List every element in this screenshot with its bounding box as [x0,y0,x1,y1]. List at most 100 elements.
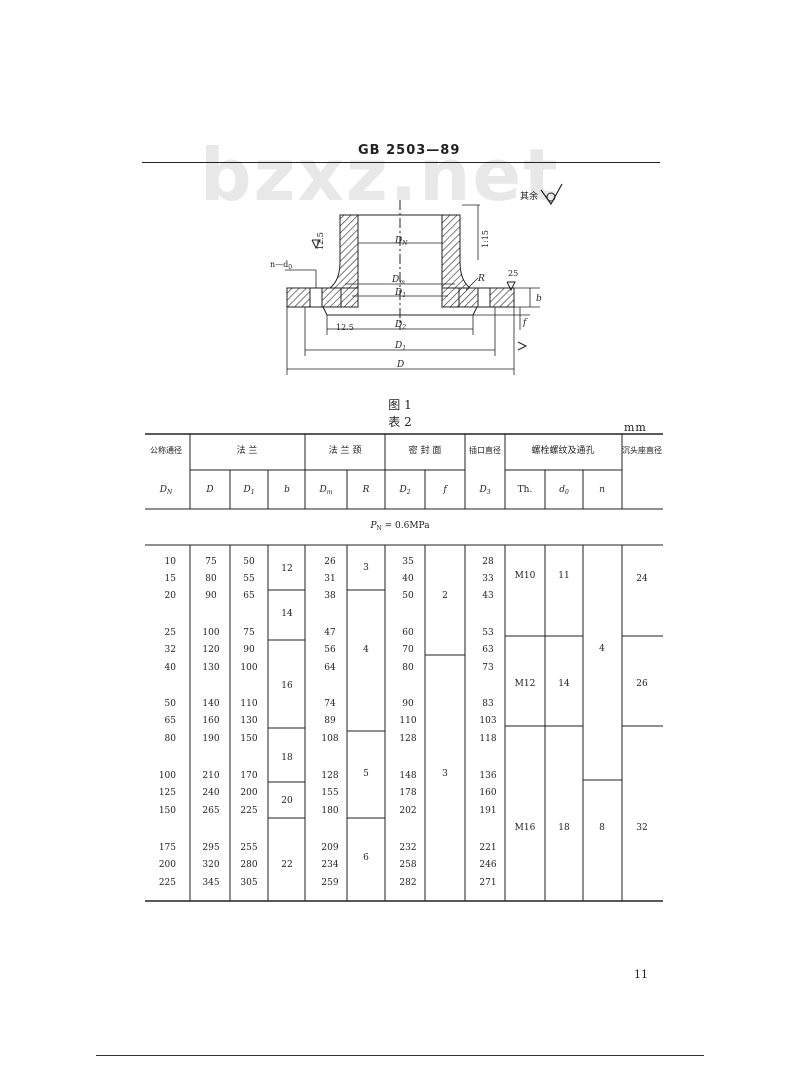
cell-dn: 20 [165,591,177,601]
cell-dm: 180 [321,806,338,816]
cell-d: 90 [205,591,217,601]
cell-d: 130 [202,663,219,673]
cell-d2: 202 [399,806,416,816]
cell-d1: 90 [243,645,255,655]
subheader-d1: D1 [242,485,254,496]
merged-cb: 32 [636,823,647,833]
cell-dm: 155 [321,788,338,798]
merged-r: 3 [363,563,369,573]
cell-dn: 125 [159,788,176,798]
cell-d2: 40 [402,574,414,584]
label-dm: Dm [391,275,405,286]
header-seal: 密 封 面 [409,444,442,456]
cell-dn: 65 [165,716,177,726]
cell-d2: 128 [399,734,416,744]
cell-dm: 74 [324,699,336,709]
merged-th: M12 [515,679,536,689]
cell-d1: 150 [240,734,257,744]
dimension-lines [285,204,540,375]
label-f: f [522,318,528,328]
bottom-rule [96,1055,704,1056]
merged-d0: 11 [558,571,569,581]
cell-d: 240 [202,788,219,798]
cell-dm: 38 [324,591,336,601]
cell-dn: 15 [165,574,177,584]
cell-dm: 56 [324,645,336,655]
cell-d2: 60 [402,628,414,638]
cell-dm: 89 [324,716,336,726]
flange-drawing: 其余 DN [270,183,563,375]
cell-dm: 108 [321,734,338,744]
label-d1: D1 [394,341,406,352]
raised-face [322,306,478,316]
merged-n: 8 [599,823,605,833]
cell-dn: 32 [165,645,176,655]
merged-n: 4 [599,644,605,654]
roughness-mark [517,341,528,351]
cell-d1: 75 [243,628,255,638]
cell-d1: 305 [240,878,257,888]
cell-d: 75 [205,557,217,567]
cell-d2: 90 [402,699,414,709]
cell-d: 295 [202,843,219,853]
label-r: R [477,274,485,284]
label-dn: DN [394,236,408,247]
cell-dn: 50 [165,699,177,709]
cell-d3: 43 [482,591,494,601]
cell-d2: 232 [399,843,416,853]
cell-d1: 170 [240,771,257,781]
merged-cb: 26 [636,679,648,689]
header-rule [142,162,660,163]
cell-dn: 40 [165,663,177,673]
label-d2: D2 [394,320,406,331]
cell-d: 140 [202,699,219,709]
merged-th: M10 [515,571,536,581]
merged-cb: 24 [636,574,648,584]
cell-d3: 118 [479,734,496,744]
cell-dm: 234 [321,860,338,870]
cell-d3: 63 [482,645,494,655]
cell-d3: 221 [479,843,496,853]
subheader-d3: D3 [478,485,490,496]
merged-th: M16 [515,823,536,833]
cell-d2: 35 [402,557,414,567]
cell-d3: 83 [482,699,494,709]
cell-dm: 31 [324,574,335,584]
header-neck: 法 兰 颈 [329,444,362,456]
cell-d2: 148 [399,771,416,781]
header-counterbore: 沉头座直径 [622,445,662,455]
roughness-note: 其余 [520,190,538,202]
cell-d: 320 [202,860,219,870]
cell-dn: 80 [165,734,177,744]
cell-dn: 150 [159,806,176,816]
subheader-th: Th. [518,485,533,495]
cell-d: 210 [202,771,219,781]
merged-d0: 14 [558,679,570,689]
cell-d1: 280 [240,860,257,870]
cell-d1: 255 [240,843,257,853]
subheader-d0: d0 [559,485,569,496]
cell-d3: 53 [482,628,494,638]
cell-d1: 50 [243,557,255,567]
cell-d2: 80 [402,663,414,673]
label-holes: n—d0 [270,260,292,271]
pressure-class: PN = 0.6MPa [369,521,430,532]
cell-d: 265 [202,806,219,816]
merged-b: 16 [281,681,293,691]
merged-b: 12 [281,564,292,574]
header-socket: 插口直径 [469,445,501,455]
cell-d3: 103 [479,716,496,726]
merged-b: 22 [281,860,292,870]
subheader-n: n [599,485,605,495]
subheader-f: f [442,485,448,495]
merged-f: 2 [442,591,448,601]
figure-caption: 图 1 [388,398,412,412]
cell-d: 100 [202,628,219,638]
header-bolt: 螺栓螺纹及通孔 [531,444,594,456]
merged-b: 20 [281,796,293,806]
cell-d2: 258 [399,860,416,870]
subheader-dn: DN [159,485,173,496]
label-b: b [536,294,542,304]
cell-d3: 160 [479,788,496,798]
